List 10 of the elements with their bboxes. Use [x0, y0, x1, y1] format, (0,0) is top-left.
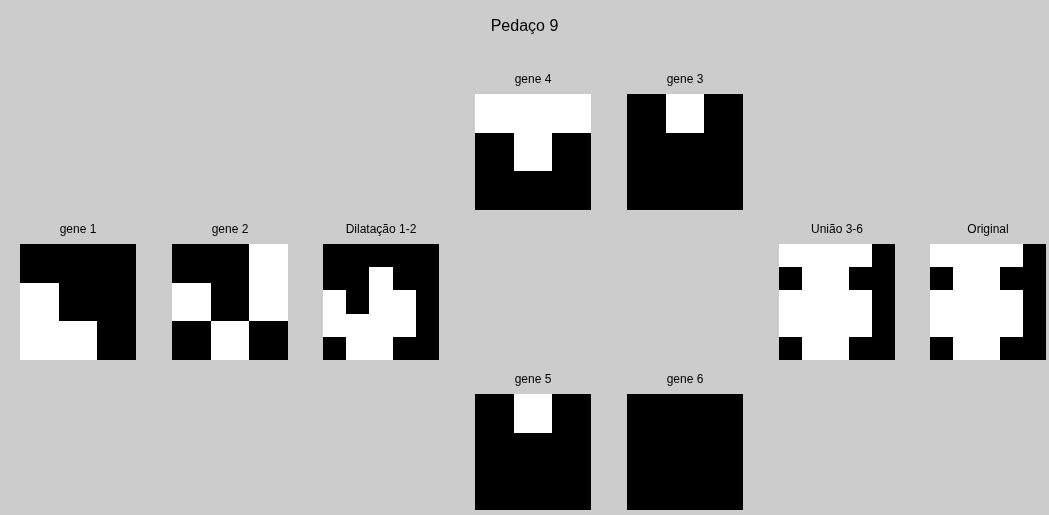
grid-caption: gene 3 [665, 72, 705, 86]
grid-caption: gene 4 [513, 72, 553, 86]
grid-caption: União 3-6 [810, 222, 864, 236]
grid-caption: Original [966, 222, 1010, 236]
grid-caption: gene 6 [665, 372, 705, 386]
title: Pedaço 9 [489, 17, 560, 35]
grid-caption: gene 5 [513, 372, 553, 386]
grid-caption: gene 2 [210, 222, 250, 236]
grid-caption: Dilatação 1-2 [344, 222, 418, 236]
grid-caption: gene 1 [58, 222, 98, 236]
